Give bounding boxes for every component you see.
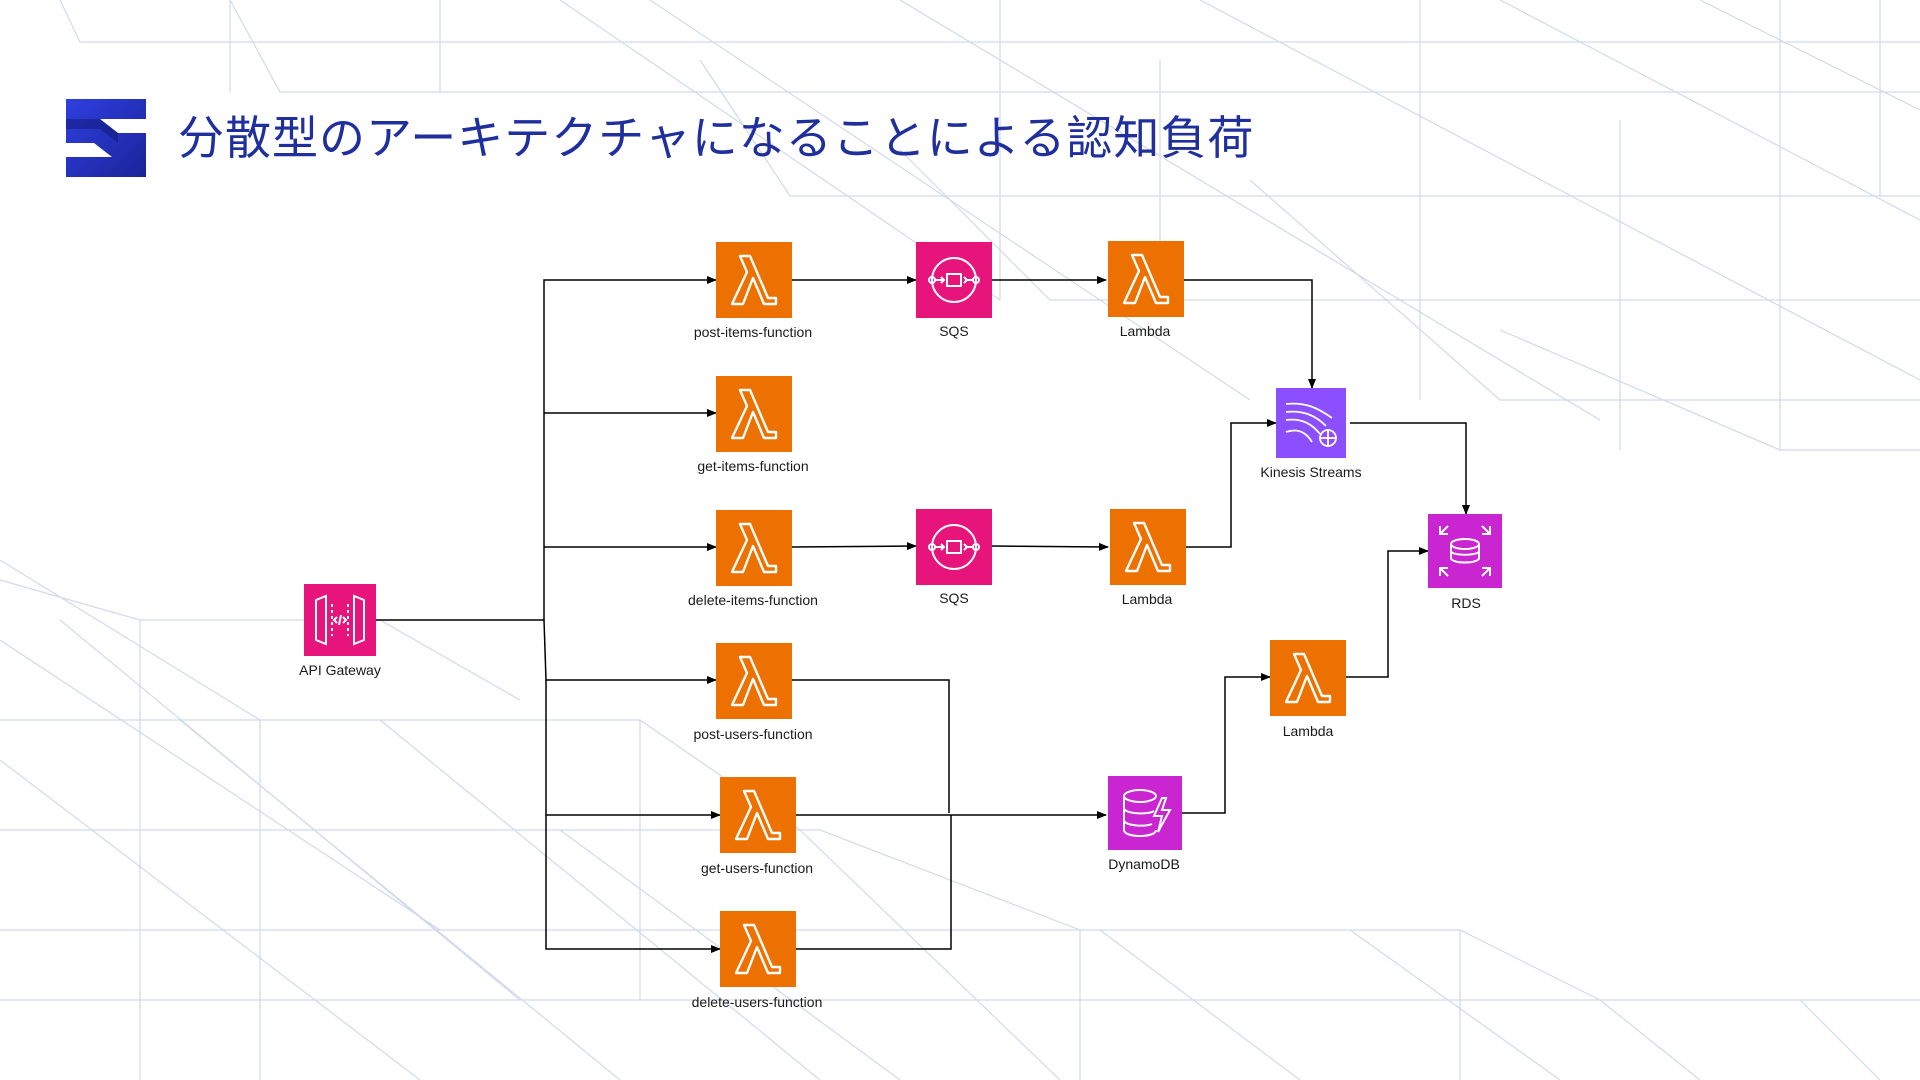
lambda-1-node bbox=[1108, 241, 1184, 317]
dynamodb-icon bbox=[1108, 776, 1182, 850]
edge-sqs-lambda-2 bbox=[991, 542, 1109, 551]
lambda-3-label: Lambda bbox=[1282, 723, 1334, 739]
dynamodb-node bbox=[1108, 776, 1182, 850]
delete-items-function-node bbox=[716, 510, 792, 586]
get-items-function-node bbox=[716, 376, 792, 452]
dynamodb-label: DynamoDB bbox=[1108, 856, 1180, 872]
delete-users-function-node bbox=[720, 911, 796, 987]
lambda-icon bbox=[1270, 640, 1346, 716]
lambda-icon bbox=[720, 777, 796, 853]
lambda-icon bbox=[1108, 241, 1184, 317]
lambda-icon bbox=[716, 242, 792, 318]
lambda-3-node bbox=[1270, 640, 1346, 716]
sqs-1-node bbox=[916, 242, 992, 318]
edge-api-gateway-get-users bbox=[545, 680, 721, 819]
lambda-icon bbox=[716, 643, 792, 719]
edge-api-gateway-delete-users bbox=[545, 815, 721, 953]
post-users-function-node bbox=[716, 643, 792, 719]
edge-kinesis-rds bbox=[1350, 422, 1470, 515]
lambda-2-label: Lambda bbox=[1121, 591, 1173, 607]
edge-delete-users-dynamodb bbox=[796, 815, 952, 950]
sqs-1-label: SQS bbox=[939, 323, 969, 339]
sqs-2-node bbox=[916, 509, 992, 585]
api-gateway-icon bbox=[304, 584, 376, 656]
rds-icon bbox=[1428, 514, 1502, 588]
edge-lambda-1-kinesis bbox=[1184, 279, 1316, 389]
kinesis-streams-label: Kinesis Streams bbox=[1260, 464, 1362, 480]
edge-dynamodb-lambda-3 bbox=[1182, 673, 1271, 814]
edge-api-gateway-post-users bbox=[543, 619, 717, 684]
edge-lambda-3-rds bbox=[1346, 547, 1429, 678]
sqs-icon bbox=[916, 242, 992, 318]
edge-post-users-dynamodb bbox=[792, 679, 950, 813]
post-items-function-node bbox=[716, 242, 792, 318]
rds-label: RDS bbox=[1451, 595, 1481, 611]
lambda-2-node bbox=[1110, 509, 1186, 585]
get-items-function-label: get-items-function bbox=[697, 458, 809, 474]
edge-api-gateway-post-items bbox=[376, 276, 717, 621]
company-logo bbox=[66, 99, 146, 177]
delete-items-function-label: delete-items-function bbox=[688, 592, 818, 608]
lambda-icon bbox=[716, 510, 792, 586]
lambda-icon bbox=[720, 911, 796, 987]
sqs-2-label: SQS bbox=[939, 590, 969, 606]
get-users-function-node bbox=[720, 777, 796, 853]
kinesis-streams-node bbox=[1276, 388, 1350, 462]
post-users-function-label: post-users-function bbox=[693, 726, 813, 742]
edge-delete-items-sqs bbox=[791, 542, 917, 551]
lambda-1-label: Lambda bbox=[1119, 323, 1171, 339]
api-gateway-label: API Gateway bbox=[299, 662, 381, 678]
delete-users-function-label: delete-users-function bbox=[691, 994, 823, 1010]
kinesis-icon bbox=[1276, 388, 1346, 458]
api-gateway-node bbox=[304, 584, 378, 658]
lambda-icon bbox=[1110, 509, 1186, 585]
slide-title: 分散型のアーキテクチャになることによる認知負荷 bbox=[178, 111, 1255, 165]
get-users-function-label: get-users-function bbox=[700, 860, 814, 876]
rds-node bbox=[1428, 514, 1502, 588]
sqs-icon bbox=[916, 509, 992, 585]
post-items-function-label: post-items-function bbox=[693, 324, 813, 340]
lambda-icon bbox=[716, 376, 792, 452]
edge-lambda-2-kinesis bbox=[1186, 419, 1277, 548]
